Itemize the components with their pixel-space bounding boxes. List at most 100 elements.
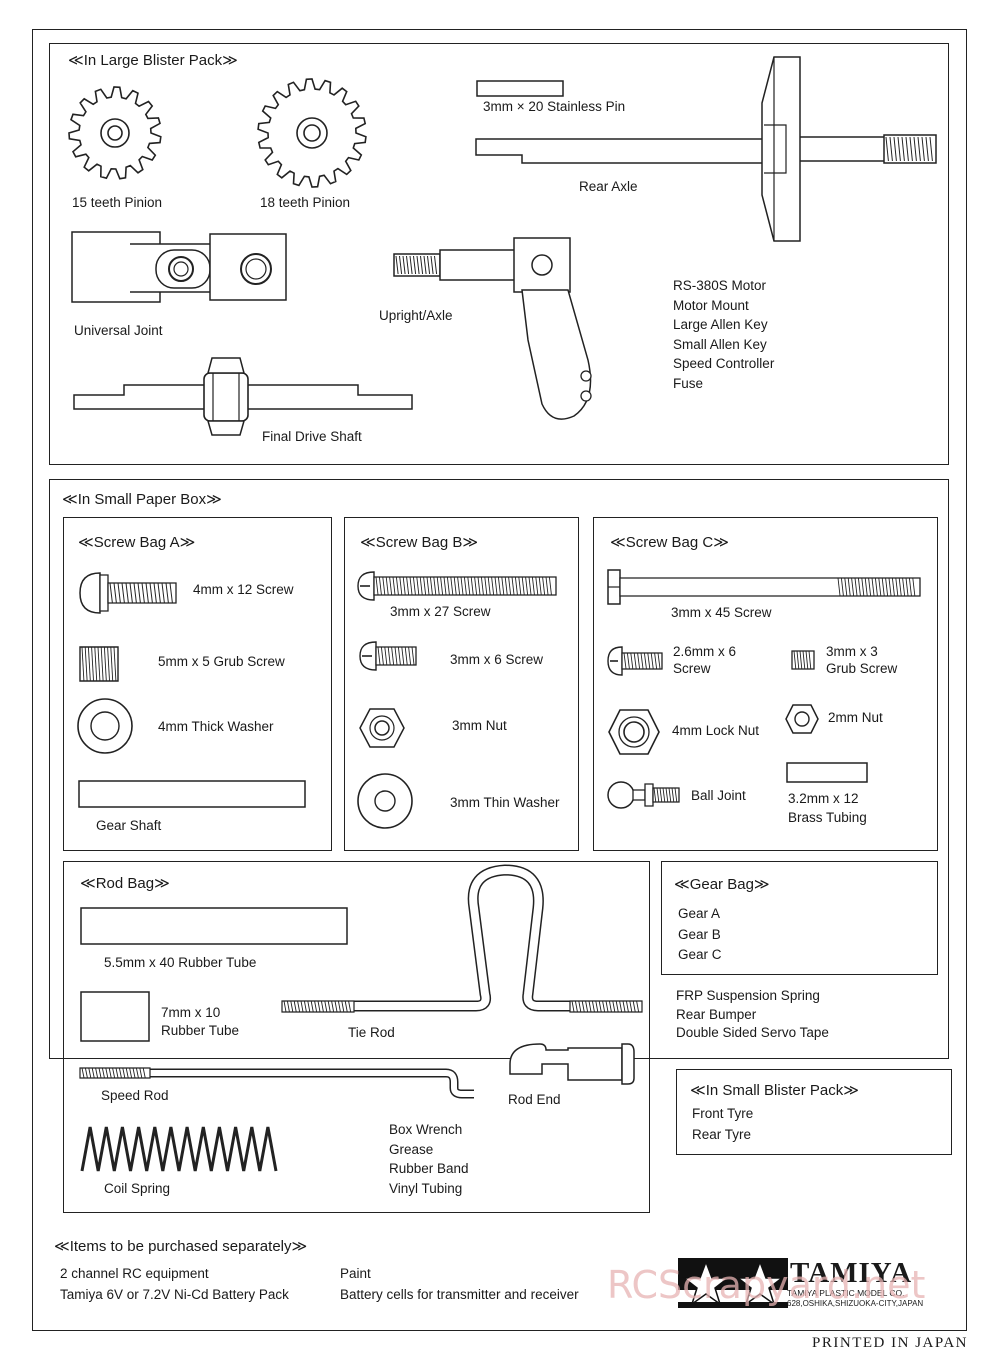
list-item: 2 channel RC equipment (60, 1266, 209, 1281)
list-item: Front Tyre (692, 1106, 754, 1121)
screw-bag-c-panel (593, 517, 938, 851)
thick-washer-drawing (76, 697, 134, 755)
screw-3x45-label: 3mm x 45 Screw (671, 605, 772, 620)
brass-tubing-label-line1: 3.2mm x 12 (788, 791, 859, 806)
thin-washer-3mm-drawing (356, 772, 414, 830)
screw-3x27-label: 3mm x 27 Screw (390, 604, 491, 619)
screw-2.6x6-label-line2: Screw (673, 661, 711, 676)
grub-screw-5x5-label: 5mm x 5 Grub Screw (158, 654, 285, 669)
screw-bag-c-heading: ≪Screw Bag C≫ (610, 534, 729, 551)
nut-3mm-label: 3mm Nut (452, 718, 507, 733)
list-item: Rear Tyre (692, 1127, 752, 1142)
small-blister-panel (676, 1069, 952, 1155)
pinion-15-drawing (67, 85, 163, 181)
list-item: Small Allen Key (673, 336, 767, 352)
gear-bag-list: Gear A Gear B Gear C (678, 904, 722, 966)
screw-bag-a-heading: ≪Screw Bag A≫ (78, 534, 196, 551)
list-item: RS-380S Motor (673, 278, 767, 293)
list-item: Battery cells for transmitter and receiv… (340, 1287, 579, 1302)
universal-joint-label: Universal Joint (74, 323, 163, 338)
rod-bag-heading: ≪Rod Bag≫ (80, 875, 170, 892)
rod-end-label: Rod End (508, 1092, 561, 1107)
pinion-18-drawing (256, 77, 368, 189)
list-item: Fuse (673, 375, 704, 391)
list-item: Large Allen Key (673, 317, 768, 332)
nut-3mm-drawing (358, 707, 406, 749)
rear-axle-label: Rear Axle (579, 179, 638, 194)
ball-joint-label: Ball Joint (691, 788, 746, 803)
tie-rod-drawing (280, 868, 645, 1028)
rod-bag-panel (63, 861, 650, 1213)
ball-joint-drawing (606, 778, 682, 812)
grub-screw-3x3-label-line2: Grub Screw (826, 661, 898, 676)
gear-bag-panel (661, 861, 938, 975)
gear-bag-heading: ≪Gear Bag≫ (674, 876, 770, 893)
coil-spring-drawing (80, 1123, 278, 1175)
upright-axle-drawing (392, 232, 582, 422)
pinion-15-label: 15 teeth Pinion (72, 195, 163, 210)
rubber-tube-short-drawing (80, 991, 152, 1043)
grub-screw-5x5-drawing (78, 645, 120, 683)
separately-left-list: 2 channel RC equipment Tamiya 6V or 7.2V… (60, 1263, 289, 1305)
brass-tubing-drawing (786, 762, 870, 784)
rear-axle-drawing (474, 55, 944, 245)
list-item: Tamiya 6V or 7.2V Ni-Cd Battery Pack (60, 1287, 289, 1302)
speed-rod-label: Speed Rod (101, 1088, 169, 1103)
thin-washer-3mm-label: 3mm Thin Washer (450, 795, 560, 810)
list-item: Gear C (678, 947, 722, 962)
large-blister-panel (49, 43, 949, 465)
screw-2.6x6-drawing (606, 645, 666, 679)
page-frame (32, 29, 967, 1331)
rubber-tube-long-drawing (80, 907, 350, 947)
list-item: Box Wrench (389, 1122, 463, 1137)
thick-washer-label: 4mm Thick Washer (158, 719, 274, 734)
screw-4x12-label: 4mm x 12 Screw (193, 582, 294, 597)
list-item: Paint (340, 1266, 371, 1281)
tamiya-company-text: TAMIYA PLASTIC MODEL CO. (787, 1288, 905, 1298)
speed-rod-drawing (78, 1060, 478, 1106)
small-paper-box-heading: ≪In Small Paper Box≫ (62, 491, 222, 508)
pinion-18-label: 18 teeth Pinion (260, 195, 351, 210)
nut-2mm-label: 2mm Nut (828, 710, 883, 725)
small-paper-box-panel (49, 479, 949, 1059)
brass-tubing-label-line2: Brass Tubing (788, 810, 867, 825)
tie-rod-label: Tie Rod (348, 1025, 395, 1040)
grub-screw-3x3-label-line1: 3mm x 3 (826, 644, 878, 659)
rubber-tube-long-label: 5.5mm x 40 Rubber Tube (104, 955, 257, 970)
small-blister-list: Front Tyre Rear Tyre (692, 1103, 753, 1145)
screw-bag-a-panel (63, 517, 332, 851)
coil-spring-label: Coil Spring (104, 1181, 171, 1196)
printed-in-japan-footer: PRINTED IN JAPAN (812, 1335, 968, 1351)
universal-joint-drawing (70, 230, 290, 310)
lock-nut-4mm-label: 4mm Lock Nut (672, 723, 760, 738)
gear-shaft-label: Gear Shaft (96, 818, 162, 833)
small-blister-heading: ≪In Small Blister Pack≫ (690, 1082, 859, 1099)
list-item: Speed Controller (673, 356, 775, 371)
list-item: Vinyl Tubing (389, 1180, 463, 1196)
list-item: Gear B (678, 926, 721, 942)
screw-2.6x6-label-line1: 2.6mm x 6 (673, 644, 737, 659)
list-item: Double Sided Servo Tape (676, 1025, 829, 1040)
rod-end-drawing (506, 1040, 636, 1086)
final-drive-shaft-label: Final Drive Shaft (262, 429, 362, 444)
screw-bag-b-panel (344, 517, 579, 851)
rubber-tube-short-label-line2: Rubber Tube (161, 1023, 240, 1038)
list-item: FRP Suspension Spring (676, 988, 820, 1003)
screw-bag-b-heading: ≪Screw Bag B≫ (360, 534, 479, 551)
misc-parts-list: FRP Suspension Spring Rear Bumper Double… (676, 987, 829, 1043)
tamiya-address-text: 628,OSHIKA,SHIZUOKA-CITY,JAPAN (787, 1299, 924, 1308)
separately-right-list: Paint Battery cells for transmitter and … (340, 1263, 579, 1305)
watermark: RCScrapyard.net (607, 1263, 926, 1307)
screw-3x6-drawing (358, 640, 420, 674)
list-item: Grease (389, 1141, 434, 1157)
stainless-pin-drawing (476, 80, 566, 98)
screw-3x6-label: 3mm x 6 Screw (450, 652, 544, 667)
upright-axle-label: Upright/Axle (379, 308, 453, 323)
rubber-tube-short-label-line1: 7mm x 10 (161, 1005, 221, 1020)
list-item: Gear A (678, 906, 721, 921)
list-item: Rear Bumper (676, 1006, 757, 1022)
tamiya-brand-text: TAMIYA (790, 1257, 913, 1289)
list-item: Motor Mount (673, 297, 749, 313)
grub-screw-3x3-drawing (790, 649, 816, 671)
stainless-pin-label: 3mm × 20 Stainless Pin (483, 99, 626, 114)
